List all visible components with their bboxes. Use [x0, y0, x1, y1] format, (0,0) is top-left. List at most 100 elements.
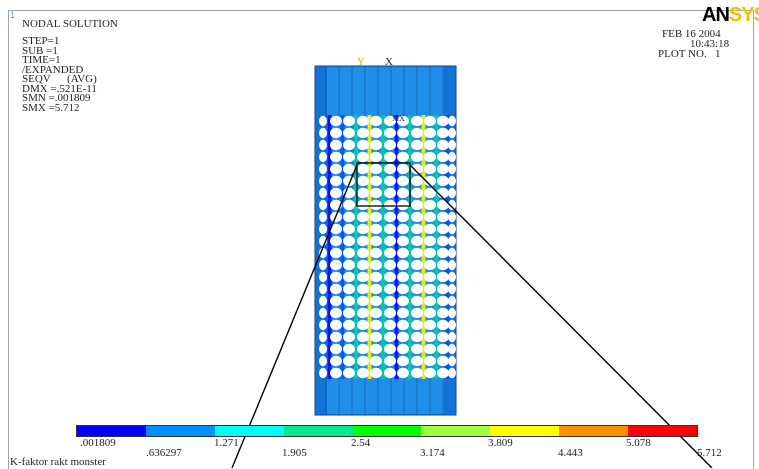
- stress-band: [421, 163, 426, 175]
- stress-band: [381, 139, 385, 151]
- stress-band: [381, 319, 385, 331]
- hole: [384, 295, 396, 307]
- hole: [370, 247, 382, 259]
- stress-band: [381, 199, 385, 211]
- stress-band: [340, 283, 345, 295]
- legend-value: 3.809: [488, 437, 513, 449]
- solution-info-line: TIME=1: [22, 54, 61, 66]
- hole: [397, 223, 409, 235]
- hole: [448, 223, 456, 235]
- stress-band: [381, 307, 385, 319]
- hole: [319, 211, 327, 223]
- stress-band: [434, 211, 439, 223]
- hole: [343, 295, 355, 307]
- stress-band: [434, 127, 439, 139]
- hole: [330, 343, 342, 355]
- stress-band: [434, 295, 439, 307]
- stress-band: [354, 367, 358, 379]
- stress-band: [421, 367, 426, 379]
- hole: [397, 163, 409, 175]
- stress-band: [354, 355, 358, 367]
- stress-band: [367, 115, 372, 127]
- stress-band: [327, 283, 332, 295]
- stress-band: [408, 115, 412, 127]
- hole: [343, 343, 355, 355]
- hole: [397, 307, 409, 319]
- stress-band: [394, 283, 399, 295]
- hole: [370, 259, 382, 271]
- hole: [448, 367, 456, 379]
- stress-band: [434, 355, 439, 367]
- stress-band: [354, 295, 358, 307]
- stress-band: [340, 163, 345, 175]
- stress-band: [394, 211, 399, 223]
- stress-band: [354, 151, 358, 163]
- hole: [343, 211, 355, 223]
- stress-band: [394, 151, 399, 163]
- hole: [437, 139, 449, 151]
- stress-band: [434, 151, 439, 163]
- stress-band: [434, 163, 439, 175]
- stress-band: [394, 367, 399, 379]
- stress-band: [434, 259, 439, 271]
- hole: [319, 271, 327, 283]
- stress-band: [381, 343, 385, 355]
- stress-band: [381, 367, 385, 379]
- stress-band: [421, 127, 426, 139]
- stress-band: [367, 199, 372, 211]
- hole: [397, 127, 409, 139]
- color-legend: [76, 425, 698, 437]
- stress-band: [408, 127, 412, 139]
- hole: [411, 235, 423, 247]
- stress-band: [340, 331, 345, 343]
- stress-band: [421, 331, 426, 343]
- hole: [424, 151, 436, 163]
- stress-band: [381, 223, 385, 235]
- legend-value: 1.271: [214, 437, 239, 449]
- legend-swatch: [490, 426, 560, 436]
- hole: [319, 331, 327, 343]
- stress-band: [408, 295, 412, 307]
- hole: [437, 367, 449, 379]
- hole: [319, 199, 327, 211]
- stress-band: [327, 139, 332, 151]
- stress-band: [381, 259, 385, 271]
- stress-band: [394, 187, 399, 199]
- stress-band: [381, 331, 385, 343]
- stress-band: [340, 319, 345, 331]
- solution-info-line: /EXPANDED: [22, 63, 84, 76]
- hole: [319, 223, 327, 235]
- stress-band: [434, 235, 439, 247]
- stress-band: [340, 235, 345, 247]
- hole: [411, 139, 423, 151]
- hole: [437, 199, 449, 211]
- stress-band: [367, 367, 372, 379]
- hole: [384, 139, 396, 151]
- hole: [411, 343, 423, 355]
- hole: [397, 115, 409, 127]
- hole: [424, 235, 436, 247]
- hole: [330, 151, 342, 163]
- stress-band: [367, 271, 372, 283]
- hole: [384, 163, 396, 175]
- hole: [424, 283, 436, 295]
- stress-band: [434, 319, 439, 331]
- hole: [437, 283, 449, 295]
- hole: [343, 223, 355, 235]
- legend-swatch: [77, 426, 146, 436]
- stress-band: [327, 127, 332, 139]
- hole: [343, 319, 355, 331]
- stress-band: [381, 247, 385, 259]
- stress-band: [394, 331, 399, 343]
- stress-band: [327, 307, 332, 319]
- stress-band: [354, 331, 358, 343]
- hole: [319, 187, 327, 199]
- stress-band: [381, 127, 385, 139]
- hole: [370, 151, 382, 163]
- stress-band: [367, 307, 372, 319]
- hole: [319, 115, 327, 127]
- stress-band: [367, 235, 372, 247]
- hole: [330, 259, 342, 271]
- stress-band: [434, 343, 439, 355]
- leader-line-left: [231, 164, 358, 468]
